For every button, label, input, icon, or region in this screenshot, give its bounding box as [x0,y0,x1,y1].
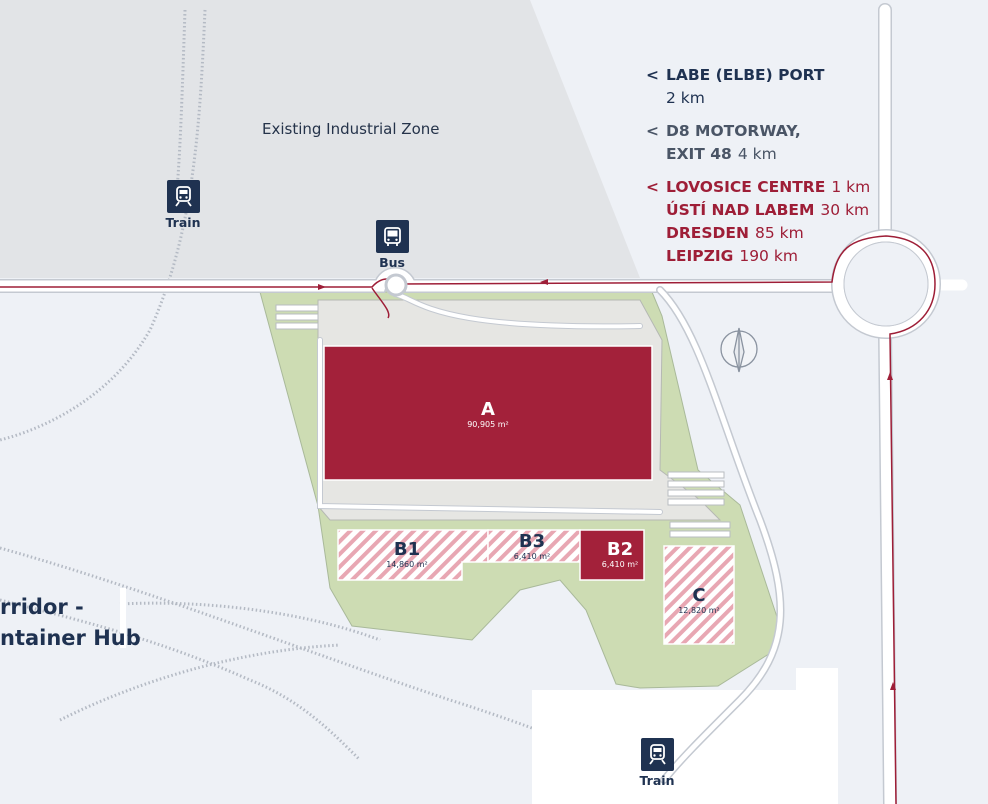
motorway-line-2: EXIT 48 [666,145,732,163]
chevron-left-icon: < [646,66,659,84]
building-a-name: A [481,399,495,420]
blank-area-top [796,668,838,692]
city-distance: 1 km [831,178,871,196]
building-b3-name: B3 [518,531,546,552]
city-name: DRESDEN [666,224,749,242]
blank-area-left [120,588,126,648]
building-b1-name: B1 [393,539,421,560]
building-c-label: C 12,820 m² [664,586,734,616]
cities-group: < LOVOSICE CENTRE 1 km ÚSTÍ NAD LABEM 30 k… [646,176,870,268]
train-icon [166,180,200,213]
existing-industrial-zone-label: Existing Industrial Zone [262,120,440,138]
motorway-distance: 4 km [737,145,777,163]
motorway-line-1: D8 MOTORWAY, [666,122,801,140]
building-a-area: 90,905 m² [467,420,509,429]
city-distance: 30 km [820,201,870,219]
port-group: < LABE (ELBE) PORT 2 km [646,64,870,110]
chevron-left-icon: < [646,178,659,196]
train-marker-bottom: Train [632,738,682,788]
chevron-left-icon: < [646,122,659,140]
existing-industrial-zone [0,0,640,278]
building-b2 [579,529,645,581]
bus-icon [375,220,409,253]
building-c [663,545,735,645]
parking-rows [275,304,731,538]
city-row: LEIPZIG 190 km [666,245,870,268]
building-c-area: 12,820 m² [678,606,720,615]
bus-marker: Bus [367,220,417,270]
train-label: Train [165,215,201,230]
building-b1-label: B1 14,860 m² [372,540,442,570]
port-name: LABE (ELBE) PORT [666,66,825,84]
city-row: LOVOSICE CENTRE 1 km [666,176,870,199]
building-b2-name: B2 [606,539,634,560]
building-b3-area: 6,410 m² [513,552,551,561]
city-name: ÚSTÍ NAD LABEM [666,201,815,219]
route-arrows [318,279,896,690]
destinations-legend: < LABE (ELBE) PORT 2 km < D8 MOTORWAY, E… [646,64,870,278]
corridor-line-1: rridor - [0,595,84,619]
building-b3-label: B3 6,410 m² [499,532,565,562]
motorway-group: < D8 MOTORWAY, EXIT 48 4 km [646,120,870,166]
building-b2-label: B2 6,410 m² [588,540,652,570]
compass-icon [720,327,758,373]
train-label: Train [639,773,675,788]
building-a-label: A 90,905 m² [438,400,538,430]
building-c-name: C [692,585,706,606]
bus-stop-circle [384,273,408,297]
city-row: ÚSTÍ NAD LABEM 30 km [666,199,870,222]
city-name: LEIPZIG [666,247,734,265]
city-distance: 85 km [754,224,804,242]
bus-label: Bus [379,255,405,270]
city-distance: 190 km [739,247,798,265]
railway-lines [0,9,701,804]
port-distance: 2 km [666,89,705,107]
city-row: DRESDEN 85 km [666,222,870,245]
train-marker-top: Train [158,180,208,230]
corridor-label: rridor - ntainer Hub [0,592,141,654]
building-b2-area: 6,410 m² [601,560,639,569]
blank-area [532,690,838,804]
building-a [323,345,653,481]
city-name: LOVOSICE CENTRE [666,178,826,196]
corridor-line-2: ntainer Hub [0,626,141,650]
building-b1-area: 14,860 m² [386,560,428,569]
train-icon [640,738,674,771]
